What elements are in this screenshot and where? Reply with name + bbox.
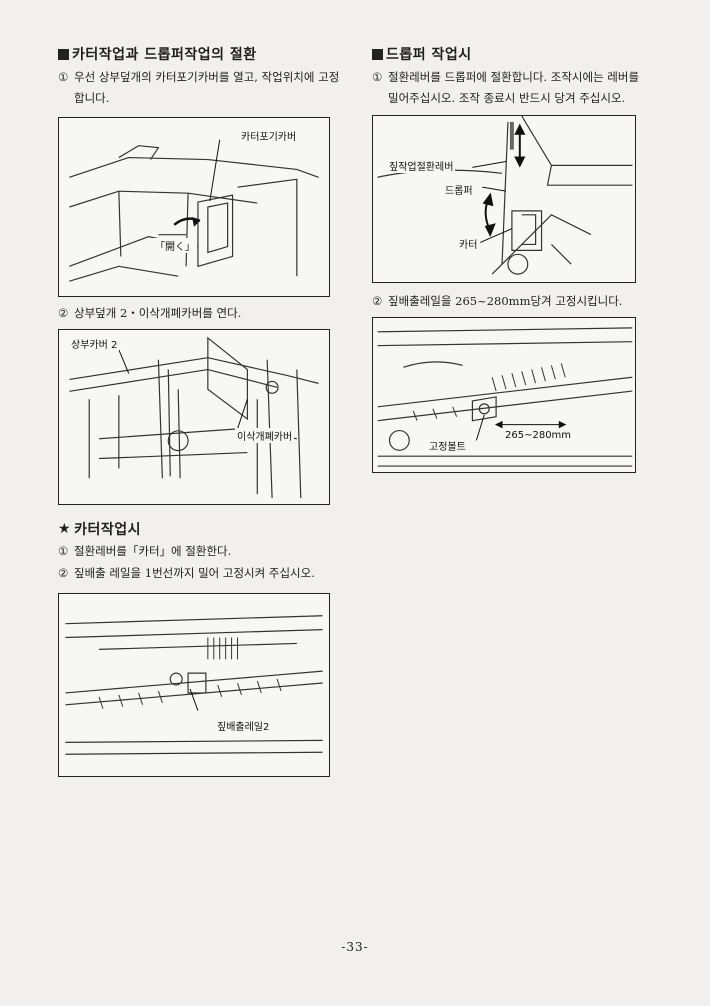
step-text: 절환레버를「카터」에 절환한다. [74,544,232,558]
square-bullet-icon [58,48,69,60]
step-text: 상부덮개 2・이삭개폐카버를 연다. [74,306,242,320]
label-cutter-cover: 카터포기카버 [239,128,299,143]
figure-rail-adjust: 고정볼트 265~280mm [372,317,636,473]
label-fixing-bolt: 고정볼트 [427,438,468,453]
section-heading-dropper: 드롭퍼 작업시 [372,44,644,64]
section-heading-switch: 카터작업과 드롭퍼작업의 절환 [58,44,340,64]
instruction-step: ② 상부덮개 2・이삭개폐카버를 연다. [58,303,340,323]
rail-adjust-illustration [377,327,633,467]
section-title: 카터작업과 드롭퍼작업의 절환 [72,47,257,63]
step-number: ① [58,70,69,84]
instruction-step: ① 절환레버를「카터」에 절환한다. [58,541,340,561]
step-number: ② [372,294,383,308]
label-dropper: 드롭퍼 [443,182,475,197]
label-open: 「開く」 [153,238,197,253]
straw-rail-illustration [65,615,323,755]
page-number: -33- [341,940,369,954]
figure-straw-rail: 짚배출레일2 [58,593,330,777]
cutter-cover-illustration [69,139,319,282]
step-number: ① [58,544,69,558]
section-title: 드롭퍼 작업시 [386,47,472,63]
label-cutter: 카터 [457,236,480,251]
step-number: ② [58,306,69,320]
instruction-step: ② 짚배출 레일을 1번선까지 밀어 고정시켜 주십시오. [58,563,340,583]
step-number: ① [372,70,383,84]
section-heading-cutter: ★ 카터작업시 [58,519,340,539]
switch-lever-illustration [377,116,633,275]
label-rail-range: 265~280mm [503,430,574,441]
square-bullet-icon [372,48,383,60]
instruction-step: ② 짚배출레일을 265~280mm당겨 고정시킵니다. [372,291,644,311]
instruction-step: ① 우선 상부덮개의 카터포기카버를 열고, 작업위치에 고정합니다. [58,67,340,109]
step-text: 짚배출 레일을 1번선까지 밀어 고정시켜 주십시오. [74,566,315,580]
figure-switch-lever: 짚작업절환레버 드롭퍼 카터 [372,115,636,283]
label-ear-cover: 이삭개폐카버 [235,428,295,443]
figure-cutter-cover: 카터포기카버 「開く」 [58,117,330,297]
left-column: 카터작업과 드롭퍼작업의 절환 ① 우선 상부덮개의 카터포기카버를 열고, 작… [58,44,340,777]
step-text: 짚배출레일을 265~280mm당겨 고정시킵니다. [388,294,623,308]
star-bullet-icon: ★ [58,521,72,537]
label-straw-rail: 짚배출레일2 [215,718,272,733]
figure-top-cover: 상부카버 2 이삭개폐카버 [58,329,330,505]
step-text: 우선 상부덮개의 카터포기카버를 열고, 작업위치에 고정합니다. [74,70,340,105]
label-top-cover: 상부카버 2 [69,336,120,351]
top-cover-illustration [69,336,319,499]
right-column: 드롭퍼 작업시 ① 절환레버를 드롭퍼에 절환합니다. 조작시에는 레버를 밀어… [372,44,644,473]
section-title: 카터작업시 [74,522,141,538]
step-number: ② [58,566,69,580]
instruction-step: ① 절환레버를 드롭퍼에 절환합니다. 조작시에는 레버를 밀어주십시오. 조작… [372,67,644,109]
step-text: 절환레버를 드롭퍼에 절환합니다. 조작시에는 레버를 밀어주십시오. 조작 종… [388,70,640,105]
label-switch-lever: 짚작업절환레버 [387,158,456,173]
